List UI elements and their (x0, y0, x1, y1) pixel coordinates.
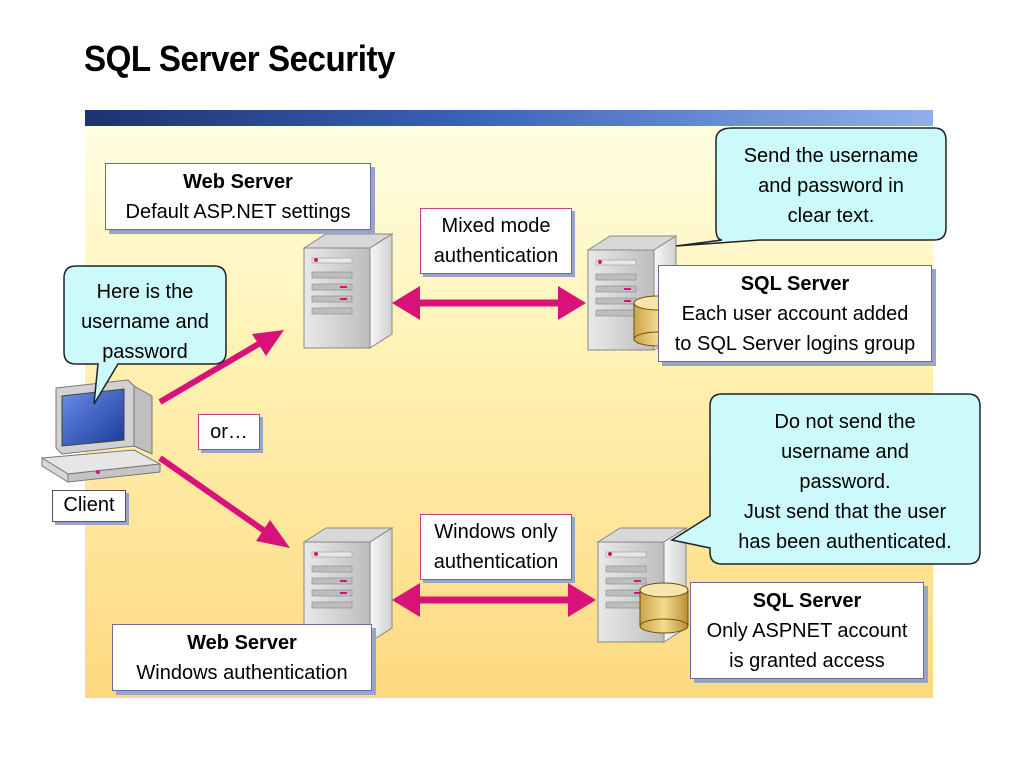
mixed-mode-line: Mixed mode (441, 215, 551, 237)
windows-only-line: Windows only (434, 521, 558, 543)
web-server-top-line: Default ASP.NET settings (125, 201, 351, 223)
top-bubble-line: Send the username (743, 145, 919, 167)
web-server-top-title: Web Server (183, 171, 293, 193)
client-to-webserver-top-arrow (158, 330, 284, 405)
web-server-top-label: Web Server Default ASP.NET settings (105, 163, 371, 230)
sql-server-top-line: to SQL Server logins group (674, 333, 916, 355)
sql-server-bottom-label: SQL Server Only ASPNET account is grante… (690, 582, 924, 679)
client-label: Client (52, 490, 126, 522)
title-banner (85, 110, 933, 126)
client-to-webserver-bottom-arrow (158, 455, 290, 548)
client-bubble-line: password (102, 341, 188, 363)
sql-server-top-title: SQL Server (740, 273, 850, 295)
top-bubble-line: and password in (758, 175, 904, 197)
mixed-mode-label: Mixed mode authentication (420, 208, 572, 274)
top-bubble-line: clear text. (787, 205, 875, 227)
web-server-top-icon (303, 233, 393, 349)
mixed-mode-line: authentication (433, 245, 559, 267)
sql-server-top-label: SQL Server Each user account added to SQ… (658, 265, 932, 362)
client-bubble-line: Here is the (96, 281, 194, 303)
or-label: or… (198, 414, 260, 450)
windows-only-line: authentication (433, 551, 559, 573)
top-bubble-text: Send the username and password in clear … (716, 141, 946, 231)
client-bubble-text: Here is the username and password (66, 277, 224, 367)
client-bubble-line: username and (81, 311, 209, 333)
client-speech-bubble (63, 265, 227, 405)
top-speech-bubble (675, 127, 947, 247)
bottom-bubble-line: username and (781, 441, 909, 463)
client-computer-icon (40, 379, 162, 483)
bottom-bubble-line: has been authenticated. (738, 531, 952, 553)
or-text: or… (210, 421, 248, 443)
sql-server-bottom-line: is granted access (729, 650, 885, 672)
web-server-bottom-line: Windows authentication (136, 662, 348, 684)
sql-server-bottom-title: SQL Server (752, 590, 862, 612)
mixed-mode-double-arrow (392, 286, 586, 320)
bottom-bubble-line: Just send that the user (743, 501, 947, 523)
sql-server-top-line: Each user account added (681, 303, 909, 325)
windows-only-double-arrow (392, 583, 596, 617)
bottom-bubble-text: Do not send the username and password. J… (712, 407, 978, 557)
web-server-bottom-label: Web Server Windows authentication (112, 624, 372, 691)
sql-server-bottom-line: Only ASPNET account (706, 620, 908, 642)
windows-only-label: Windows only authentication (420, 514, 572, 580)
sql-server-bottom-icon (597, 527, 689, 643)
bottom-bubble-line: Do not send the (774, 411, 916, 433)
bottom-bubble-line: password. (799, 471, 891, 493)
web-server-bottom-title: Web Server (187, 632, 297, 654)
database-bottom-icon (639, 582, 689, 634)
slide-title: SQL Server Security (84, 38, 395, 79)
bottom-speech-bubble (670, 393, 981, 565)
